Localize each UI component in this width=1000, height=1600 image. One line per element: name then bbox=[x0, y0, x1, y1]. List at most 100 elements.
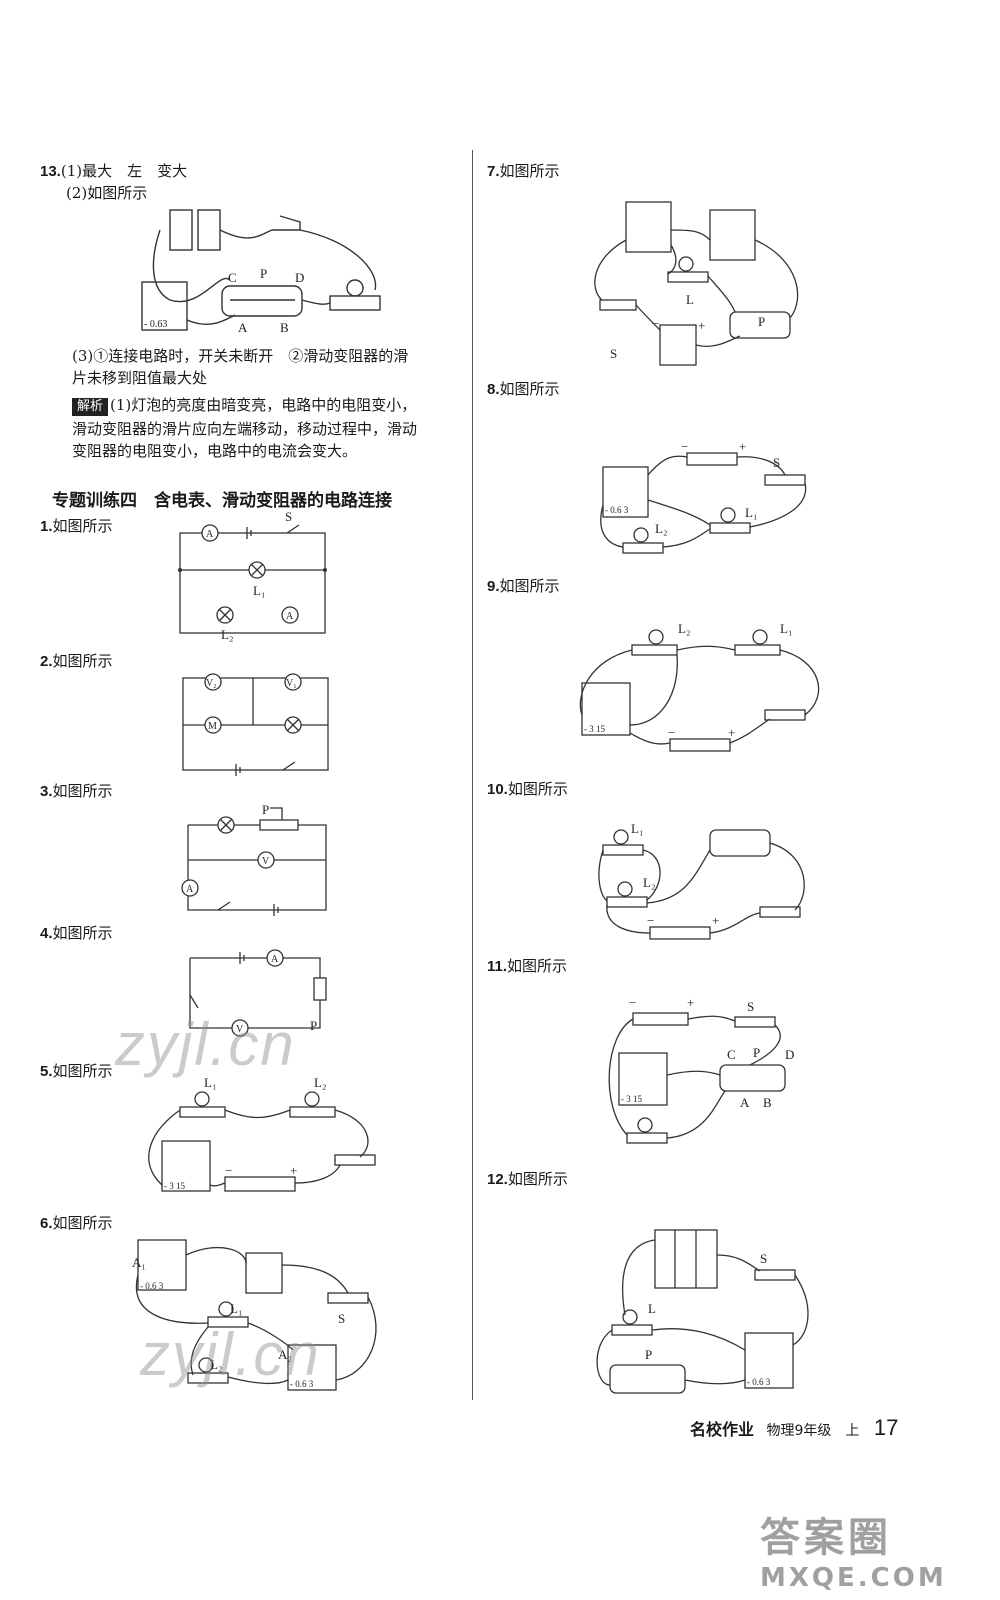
figure-10-physical-circuit: L₁ L₂ − + bbox=[598, 821, 805, 940]
svg-text:S: S bbox=[285, 509, 292, 524]
svg-text:P: P bbox=[758, 314, 765, 329]
watermark: zyjl.cn bbox=[140, 1321, 321, 1388]
svg-text:V: V bbox=[262, 856, 270, 867]
svg-text:+: + bbox=[687, 995, 694, 1010]
svg-text:- 3 15: - 3 15 bbox=[621, 1094, 642, 1104]
item-11: 11.如图所示 bbox=[487, 957, 568, 975]
svg-text:A: A bbox=[740, 1095, 750, 1110]
svg-text:P: P bbox=[753, 1045, 760, 1060]
svg-text:L₁: L₁ bbox=[745, 505, 757, 520]
svg-text:A₂: A₂ bbox=[278, 1347, 292, 1362]
svg-text:S: S bbox=[610, 346, 617, 361]
explanation-tag: 解析 bbox=[72, 398, 109, 416]
item-10: 10.如图所示 bbox=[487, 780, 568, 798]
item-9: 9.如图所示 bbox=[487, 577, 560, 595]
svg-text:L₁: L₁ bbox=[253, 583, 265, 598]
svg-text:L₁: L₁ bbox=[631, 821, 643, 836]
svg-text:A: A bbox=[186, 884, 194, 895]
corner-watermark: 答案圈 MXQE.COM bbox=[760, 1515, 947, 1593]
svg-text:D: D bbox=[295, 270, 304, 285]
svg-text:A: A bbox=[286, 611, 294, 622]
section-title: 专题训练四 含电表、滑动变阻器的电路连接 bbox=[52, 491, 392, 511]
svg-text:−: − bbox=[652, 316, 659, 331]
figure-11-physical-circuit: − + S C P D A B - 3 15 bbox=[608, 995, 794, 1144]
book-brand: 名校作业 bbox=[690, 1420, 755, 1439]
svg-text:- 0.6 3: - 0.6 3 bbox=[290, 1379, 314, 1389]
svg-text:−: − bbox=[647, 913, 654, 928]
q13-explain1: 解析(1)灯泡的亮度由暗变亮，电路中的电阻变小， bbox=[72, 394, 472, 416]
svg-text:L₁: L₁ bbox=[780, 621, 792, 636]
figure-7-physical-circuit: L P S − + bbox=[594, 201, 799, 366]
q13-explain3: 变阻器的电阻变小，电路中的电流会变大。 bbox=[72, 442, 358, 460]
item-7: 7.如图所示 bbox=[487, 162, 560, 180]
figure-1-circuit: A A S L₁ L₂ bbox=[178, 509, 327, 642]
svg-text:L₂: L₂ bbox=[655, 521, 667, 536]
figure-2-circuit: V₂ V₁ M bbox=[182, 673, 329, 776]
svg-text:S: S bbox=[760, 1251, 767, 1266]
svg-text:+: + bbox=[698, 318, 705, 333]
svg-text:+: + bbox=[290, 1163, 297, 1178]
svg-text:- 3 15: - 3 15 bbox=[164, 1181, 185, 1191]
svg-text:V₁: V₁ bbox=[286, 678, 297, 689]
item-6: 6.如图所示 bbox=[40, 1214, 113, 1232]
item-8: 8.如图所示 bbox=[487, 380, 560, 398]
svg-text:S: S bbox=[773, 455, 780, 470]
svg-text:M: M bbox=[208, 721, 217, 732]
svg-text:P: P bbox=[310, 1018, 317, 1033]
svg-text:A: A bbox=[271, 954, 279, 965]
column-divider bbox=[472, 150, 473, 1400]
svg-text:+: + bbox=[712, 913, 719, 928]
svg-text:L₁: L₁ bbox=[230, 1301, 242, 1316]
svg-text:L₂: L₂ bbox=[221, 627, 233, 642]
svg-text:−: − bbox=[668, 725, 675, 740]
svg-text:C: C bbox=[228, 270, 237, 285]
svg-text:L: L bbox=[686, 292, 694, 307]
svg-text:- 3 15: - 3 15 bbox=[584, 724, 605, 734]
svg-text:A: A bbox=[238, 320, 248, 335]
q13-physical-circuit: C P D A B - 0.63 bbox=[141, 209, 381, 335]
item-12: 12.如图所示 bbox=[487, 1170, 568, 1188]
q13-explain2: 滑动变阻器的滑片应向左端移动，移动过程中，滑动 bbox=[72, 420, 418, 438]
svg-text:B: B bbox=[763, 1095, 772, 1110]
svg-text:−: − bbox=[629, 995, 636, 1010]
figure-5-physical-circuit: L₁ L₂ - 3 15 − + bbox=[148, 1075, 376, 1192]
svg-text:+: + bbox=[739, 439, 746, 454]
q13-line2: (2)如图所示 bbox=[66, 184, 148, 202]
watermark: zyjl.cn bbox=[115, 1011, 296, 1078]
svg-text:L₂: L₂ bbox=[210, 1357, 222, 1372]
svg-text:L₁: L₁ bbox=[204, 1075, 216, 1090]
svg-text:P: P bbox=[262, 802, 269, 817]
svg-text:D: D bbox=[785, 1047, 794, 1062]
svg-text:L₂: L₂ bbox=[314, 1075, 326, 1090]
figure-6-physical-circuit: A₁ L₁ L₂ A₂ S - 0.6 3 - 0.6 3 bbox=[132, 1239, 377, 1391]
svg-text:B: B bbox=[280, 320, 289, 335]
svg-text:- 0.6 3: - 0.6 3 bbox=[747, 1377, 771, 1387]
figure-3-circuit: P V A bbox=[181, 802, 327, 916]
item-2: 2.如图所示 bbox=[40, 652, 113, 670]
q13-line1: 13.(1)最大 左 变大 bbox=[40, 162, 188, 180]
svg-text:V: V bbox=[236, 1024, 244, 1035]
svg-text:L: L bbox=[648, 1301, 656, 1316]
page-number: 17 bbox=[873, 1415, 899, 1440]
item-3: 3.如图所示 bbox=[40, 782, 113, 800]
svg-text:V₂: V₂ bbox=[206, 678, 217, 689]
svg-text:P: P bbox=[645, 1347, 652, 1362]
svg-text:+: + bbox=[728, 725, 735, 740]
svg-text:L₂: L₂ bbox=[678, 621, 690, 636]
svg-text:- 0.6 3: - 0.6 3 bbox=[140, 1281, 164, 1291]
svg-text:- 0.6 3: - 0.6 3 bbox=[605, 505, 629, 515]
figure-12-physical-circuit: S L P - 0.6 3 bbox=[596, 1229, 809, 1394]
svg-text:C: C bbox=[727, 1047, 736, 1062]
figure-8-physical-circuit: − + S L₁ L₂ - 0.6 3 bbox=[600, 439, 807, 554]
svg-text:- 0.63: - 0.63 bbox=[144, 319, 167, 330]
svg-text:A₁: A₁ bbox=[132, 1255, 146, 1270]
svg-text:S: S bbox=[747, 999, 754, 1014]
q13-line3: (3)①连接电路时，开关未断开 ②滑动变阻器的滑 bbox=[72, 347, 409, 365]
item-5: 5.如图所示 bbox=[40, 1062, 113, 1080]
svg-text:A: A bbox=[206, 529, 214, 540]
book-subject: 物理9年级 上 bbox=[766, 1423, 860, 1439]
item-1: 1.如图所示 bbox=[40, 517, 113, 535]
svg-text:S: S bbox=[338, 1311, 345, 1326]
figure-9-physical-circuit: L₂ L₁ − + - 3 15 bbox=[579, 621, 820, 752]
page-footer: 名校作业 物理9年级 上 17 bbox=[690, 1415, 898, 1441]
